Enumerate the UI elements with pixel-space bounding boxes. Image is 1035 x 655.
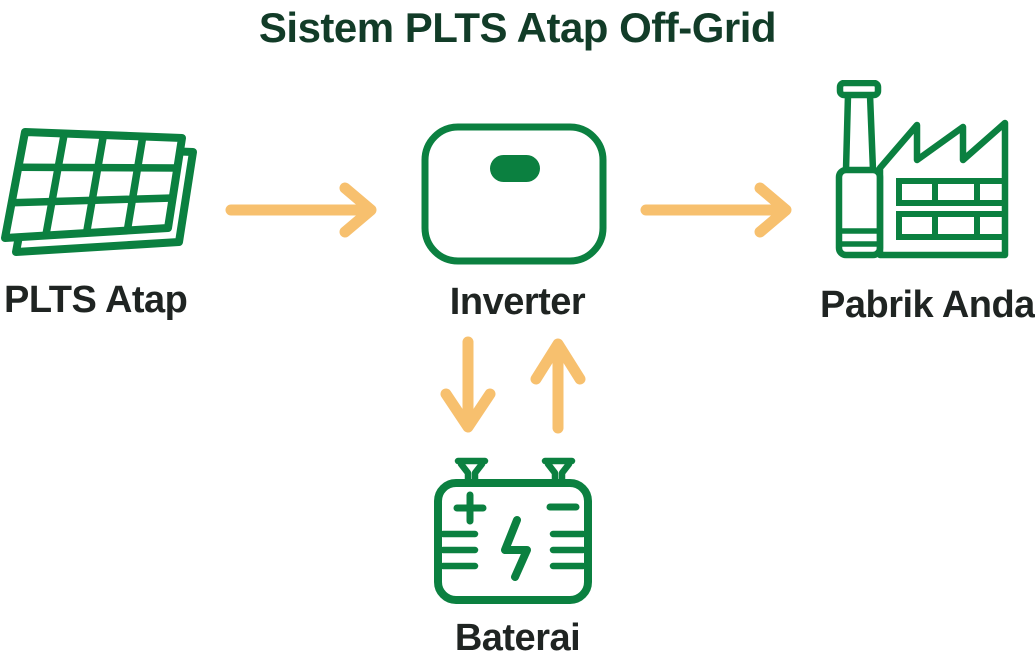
inverter-icon: [421, 123, 607, 265]
factory-icon: [835, 80, 1009, 259]
node-label-pabrik-anda: Pabrik Anda: [820, 284, 1035, 326]
arrow-solar-to-inverter-icon: [225, 182, 377, 238]
node-label-plts-atap: PLTS Atap: [4, 279, 188, 321]
arrow-inverter-to-factory-icon: [640, 182, 792, 238]
arrow-battery-to-inverter-up-icon: [530, 338, 586, 434]
node-label-inverter: Inverter: [449, 281, 586, 323]
battery-icon: [434, 457, 592, 604]
node-label-baterai: Baterai: [454, 617, 581, 655]
solar-panel-icon: [1, 128, 197, 256]
arrow-inverter-to-battery-down-icon: [440, 336, 496, 433]
page-title: Sistem PLTS Atap Off-Grid: [258, 4, 777, 51]
